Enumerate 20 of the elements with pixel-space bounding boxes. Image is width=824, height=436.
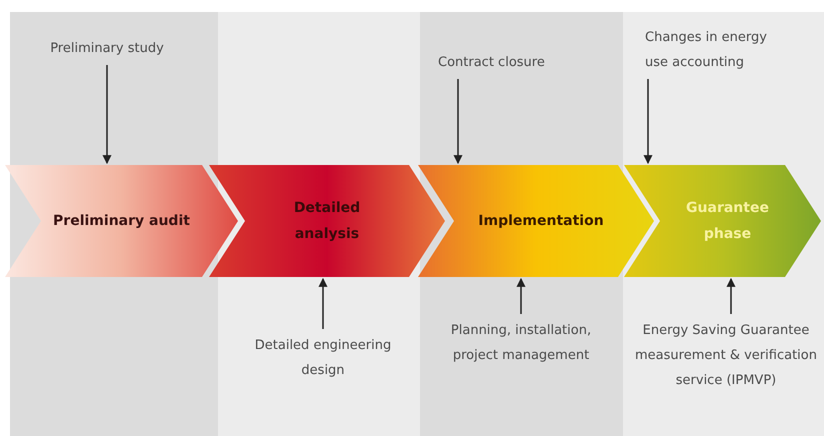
arrow [318, 278, 328, 329]
annotation-text: Preliminary study [37, 36, 177, 61]
chevron-shape [5, 165, 238, 277]
arrow [726, 278, 736, 314]
stage-label: Preliminary audit [53, 212, 190, 231]
arrow [516, 278, 526, 314]
annotation-text: Planning, installation, project management [436, 318, 606, 368]
chevron-shape [418, 165, 654, 277]
arrow [102, 65, 112, 164]
annotation-text: Contract closure [438, 50, 558, 75]
stage-label: Guarantee phase [685, 199, 770, 244]
arrow [454, 79, 462, 164]
arrow [644, 79, 652, 164]
annotation-text: Detailed engineering design [253, 333, 393, 383]
annotation-text: Changes in energy use accounting [645, 25, 785, 75]
stage-label: Implementation [477, 212, 604, 231]
stage-label: Detailed analysis [292, 199, 362, 244]
chevron-shape [624, 165, 821, 277]
annotation-text: Energy Saving Guarantee measurement & verification service (IPMVP) [628, 318, 824, 393]
chevron-shape [209, 165, 445, 277]
